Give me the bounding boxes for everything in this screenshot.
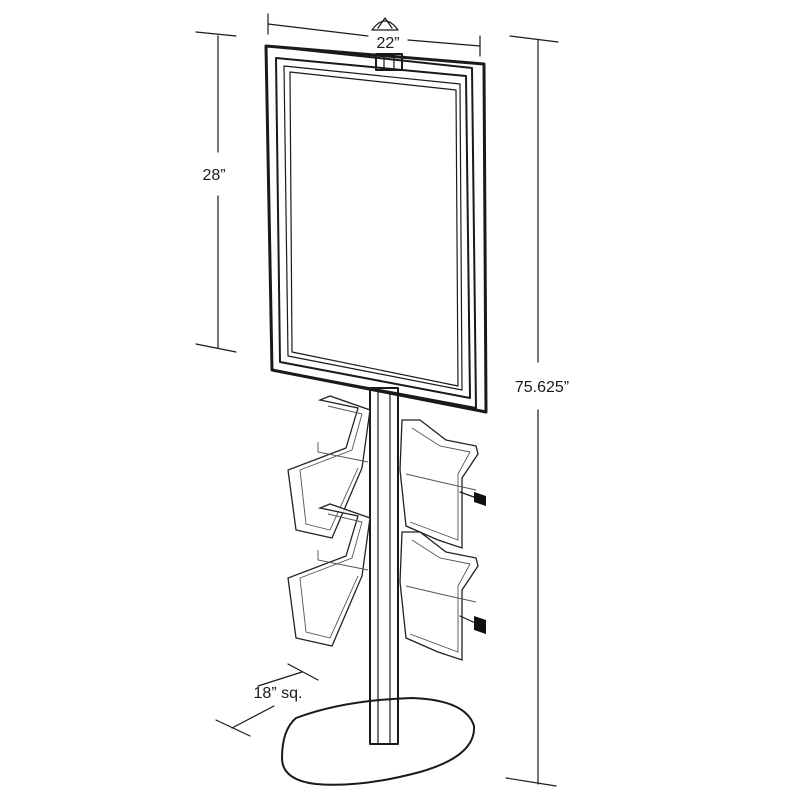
brochure-pocket-lower-right	[399, 531, 486, 661]
wall-bracket-icon	[371, 17, 399, 31]
poster-frame	[264, 44, 488, 414]
pole	[369, 387, 399, 745]
brochure-pocket-upper-right	[399, 419, 486, 549]
width-label: 22”	[376, 35, 399, 52]
bracket-knob-lower	[474, 616, 486, 634]
base-dimension: 18” sq.	[215, 663, 319, 737]
total-height-label: 75.625”	[515, 379, 569, 396]
frame-height-dimension: 28”	[195, 31, 237, 353]
base-plate	[281, 697, 476, 786]
frame-height-label: 28”	[202, 167, 225, 184]
width-dimension: 22”	[267, 13, 481, 57]
brochure-pocket-lower-left	[287, 503, 371, 647]
brochure-pocket-upper-left	[287, 395, 371, 539]
bracket-knob-upper	[474, 492, 486, 506]
base-label: 18” sq.	[254, 685, 303, 702]
total-height-dimension: 75.625”	[505, 35, 569, 787]
